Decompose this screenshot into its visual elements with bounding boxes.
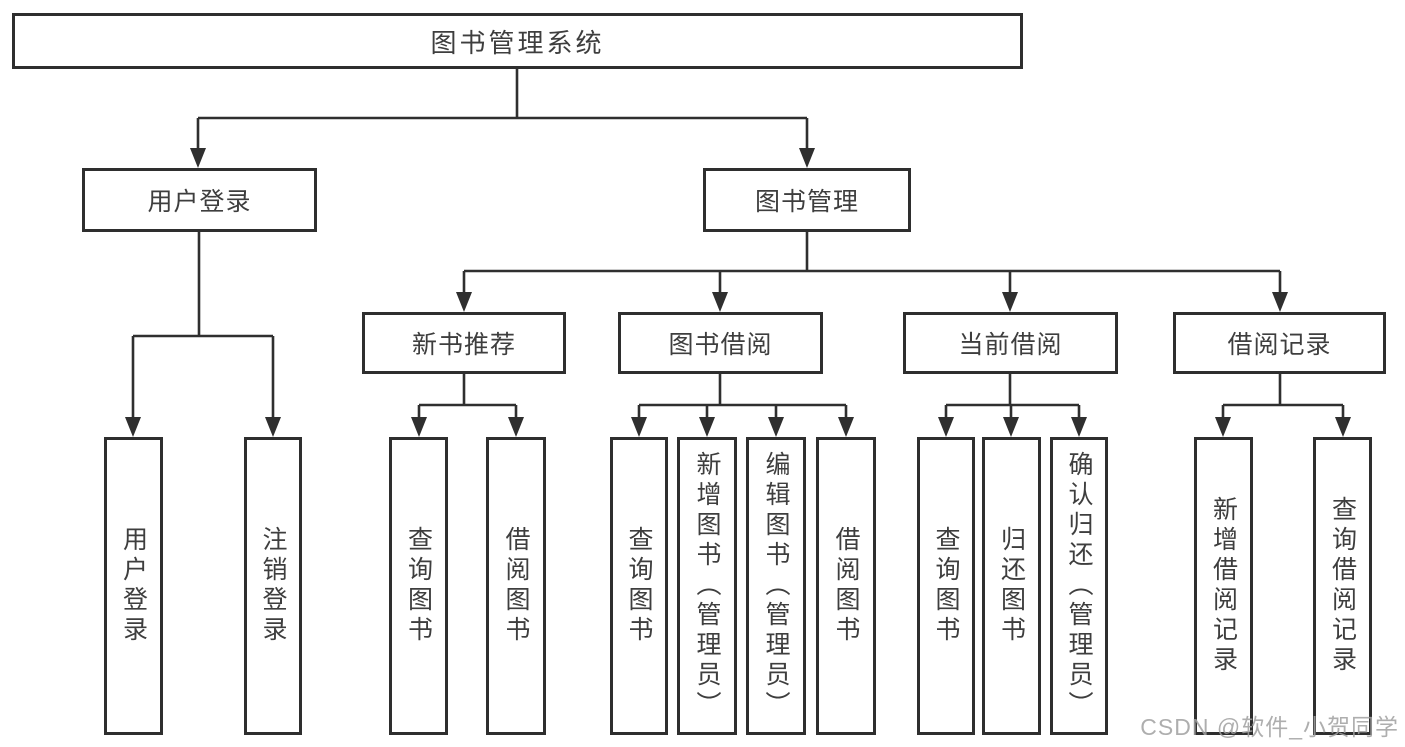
node-label: 确认归还（管理员） bbox=[1065, 451, 1093, 721]
arrowhead-icon bbox=[508, 417, 524, 437]
node-label: 查询图书 bbox=[404, 526, 433, 646]
node-label: 图书管理 bbox=[754, 188, 859, 216]
arrowhead-icon bbox=[1002, 292, 1018, 312]
arrowhead-icon bbox=[265, 417, 281, 437]
leaf-add-borrow-record: 新增借阅记录 bbox=[1194, 437, 1253, 735]
leaf-borrow-books-2: 借阅图书 bbox=[816, 437, 876, 735]
csdn-watermark: CSDN @软件_小贺同学 bbox=[1140, 714, 1399, 740]
node-label: 查询借阅记录 bbox=[1328, 496, 1357, 676]
arrowhead-icon bbox=[1003, 417, 1019, 437]
node-label: 用户登录 bbox=[147, 188, 252, 216]
node-label: 借阅图书 bbox=[832, 526, 860, 646]
connector-book-management-to-level3 bbox=[456, 232, 1288, 312]
connector-root-to-level2 bbox=[190, 69, 815, 168]
node-label: 图书借阅 bbox=[668, 331, 773, 359]
connector-current-borrowing-to-leaves bbox=[938, 374, 1087, 437]
arrowhead-icon bbox=[699, 417, 715, 437]
arrowhead-icon bbox=[768, 417, 784, 437]
node-borrowing-records: 借阅记录 bbox=[1173, 312, 1386, 374]
node-label: 当前借阅 bbox=[958, 331, 1063, 359]
leaf-add-book-admin: 新增图书（管理员） bbox=[677, 437, 737, 735]
connector-user-login-to-leaves bbox=[125, 232, 281, 437]
leaf-edit-book-admin: 编辑图书（管理员） bbox=[746, 437, 806, 735]
leaf-query-borrow-record: 查询借阅记录 bbox=[1313, 437, 1372, 735]
arrowhead-icon bbox=[838, 417, 854, 437]
leaf-query-books-3: 查询图书 bbox=[917, 437, 975, 735]
node-library-management-system: 图书管理系统 bbox=[12, 13, 1023, 69]
arrowhead-icon bbox=[631, 417, 647, 437]
node-label: 借阅图书 bbox=[502, 526, 530, 646]
arrowhead-icon bbox=[1272, 292, 1288, 312]
arrowhead-icon bbox=[1215, 417, 1231, 437]
arrowhead-icon bbox=[1335, 417, 1351, 437]
arrowhead-icon bbox=[125, 417, 141, 437]
node-book-management: 图书管理 bbox=[703, 168, 911, 232]
leaf-logout: 注销登录 bbox=[244, 437, 302, 735]
arrowhead-icon bbox=[411, 417, 427, 437]
node-label: 查询图书 bbox=[625, 526, 653, 646]
connector-book-borrowing-to-leaves bbox=[631, 374, 854, 437]
arrowhead-icon bbox=[456, 292, 472, 312]
node-label: 编辑图书（管理员） bbox=[762, 451, 790, 721]
leaf-user-login: 用户登录 bbox=[104, 437, 163, 735]
node-new-book-recommend: 新书推荐 bbox=[362, 312, 566, 374]
node-label: 新增图书（管理员） bbox=[693, 451, 721, 721]
node-user-login: 用户登录 bbox=[82, 168, 317, 232]
node-label: 用户登录 bbox=[119, 526, 148, 646]
node-label: 新书推荐 bbox=[411, 331, 516, 359]
leaf-query-books-2: 查询图书 bbox=[610, 437, 668, 735]
arrowhead-icon bbox=[190, 148, 206, 168]
node-label: 查询图书 bbox=[932, 526, 960, 646]
node-label: 注销登录 bbox=[259, 526, 287, 646]
node-book-borrowing: 图书借阅 bbox=[618, 312, 823, 374]
node-label: 借阅记录 bbox=[1227, 331, 1332, 359]
node-current-borrowing: 当前借阅 bbox=[903, 312, 1118, 374]
node-label: 图书管理系统 bbox=[430, 27, 605, 58]
arrowhead-icon bbox=[799, 148, 815, 168]
arrowhead-icon bbox=[712, 292, 728, 312]
arrowhead-icon bbox=[938, 417, 954, 437]
connector-new-book-to-leaves bbox=[411, 374, 524, 437]
node-label: 新增借阅记录 bbox=[1209, 496, 1238, 676]
leaf-borrow-books-1: 借阅图书 bbox=[486, 437, 546, 735]
leaf-query-books-1: 查询图书 bbox=[389, 437, 448, 735]
leaf-return-books: 归还图书 bbox=[982, 437, 1041, 735]
node-label: 归还图书 bbox=[997, 526, 1026, 646]
arrowhead-icon bbox=[1071, 417, 1087, 437]
leaf-confirm-return-admin: 确认归还（管理员） bbox=[1050, 437, 1108, 735]
connector-borrowing-records-to-leaves bbox=[1215, 374, 1351, 437]
